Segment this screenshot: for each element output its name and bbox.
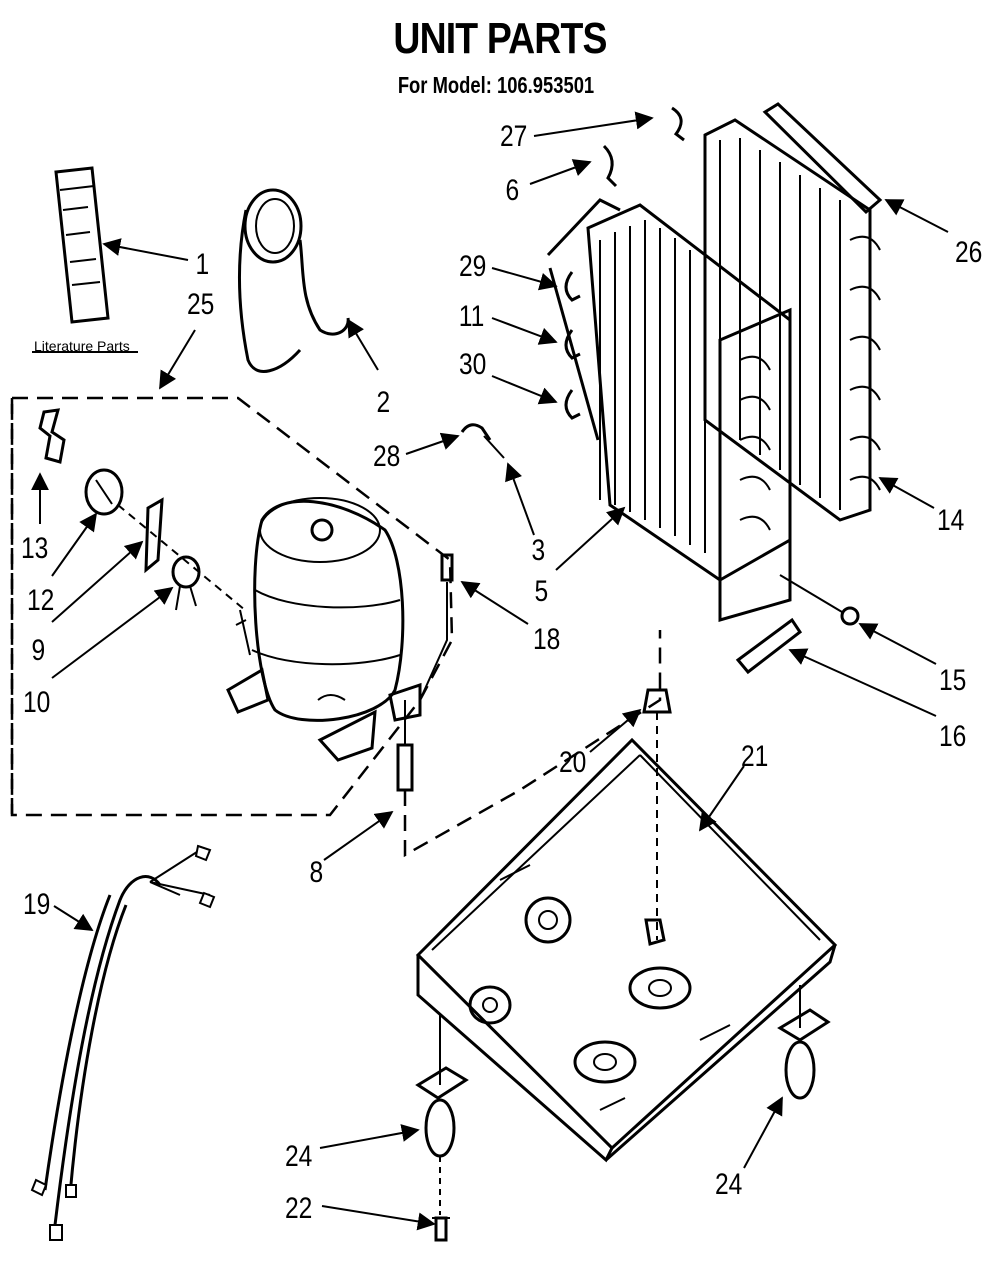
callout-3: 3 xyxy=(531,534,546,567)
base-grommet xyxy=(642,688,672,946)
callout-16: 16 xyxy=(939,720,967,753)
exhaust-hose xyxy=(238,188,350,373)
callout-2: 2 xyxy=(376,386,391,419)
overload-bracket xyxy=(144,497,164,574)
foam-strip-top xyxy=(762,102,883,215)
clip-28 xyxy=(460,423,505,459)
callout-20: 20 xyxy=(559,746,587,779)
clip-27 xyxy=(671,106,685,142)
compressor-assembly-boundary xyxy=(10,396,454,817)
condenser-coil xyxy=(546,198,792,622)
callout-26: 26 xyxy=(955,236,983,269)
callout-leaders xyxy=(31,111,949,1231)
diagram-title: UNIT PARTS xyxy=(393,14,607,63)
clip-6 xyxy=(602,144,618,188)
compressor xyxy=(226,497,422,762)
evaporator-coil xyxy=(703,118,881,522)
callout-10: 10 xyxy=(23,686,51,719)
clip-29 xyxy=(564,271,581,302)
callout-8: 8 xyxy=(309,856,324,889)
callout-11: 11 xyxy=(458,300,485,333)
callout-21: 21 xyxy=(741,740,769,773)
callout-12: 12 xyxy=(27,584,55,617)
overload-protector xyxy=(84,468,124,516)
callout-28: 28 xyxy=(373,440,401,473)
caster-screw xyxy=(432,1216,450,1242)
callout-24-right: 24 xyxy=(715,1168,743,1201)
callout-9: 9 xyxy=(31,634,46,667)
callout-13: 13 xyxy=(21,532,49,565)
callout-5: 5 xyxy=(534,575,549,608)
foam-strip-bottom xyxy=(735,617,803,675)
grommet xyxy=(419,553,454,701)
callout-1: 1 xyxy=(195,248,210,281)
callout-15: 15 xyxy=(939,664,967,697)
caster-left xyxy=(415,1015,469,1215)
callout-25: 25 xyxy=(187,288,215,321)
base-pan xyxy=(415,737,838,1163)
callout-27: 27 xyxy=(500,120,528,153)
callout-24-left: 24 xyxy=(285,1140,313,1173)
literature-parts-caption: Literature Parts xyxy=(34,338,130,354)
callout-18: 18 xyxy=(533,623,561,656)
callout-6: 6 xyxy=(505,174,520,207)
caster-right xyxy=(777,985,831,1100)
callout-29: 29 xyxy=(459,250,487,283)
power-cord xyxy=(30,844,216,1241)
model-subtitle: For Model: 106.953501 xyxy=(397,72,595,98)
mounting-spacer xyxy=(396,700,414,792)
callout-19: 19 xyxy=(23,888,51,921)
callout-14: 14 xyxy=(937,504,965,537)
drain-fitting xyxy=(779,574,860,626)
terminal-clip xyxy=(38,408,66,464)
callout-22: 22 xyxy=(285,1192,313,1225)
clip-30 xyxy=(564,389,581,420)
literature-booklet xyxy=(32,166,138,353)
clip-11 xyxy=(564,329,581,360)
callout-30: 30 xyxy=(459,348,487,381)
relay xyxy=(171,555,201,611)
